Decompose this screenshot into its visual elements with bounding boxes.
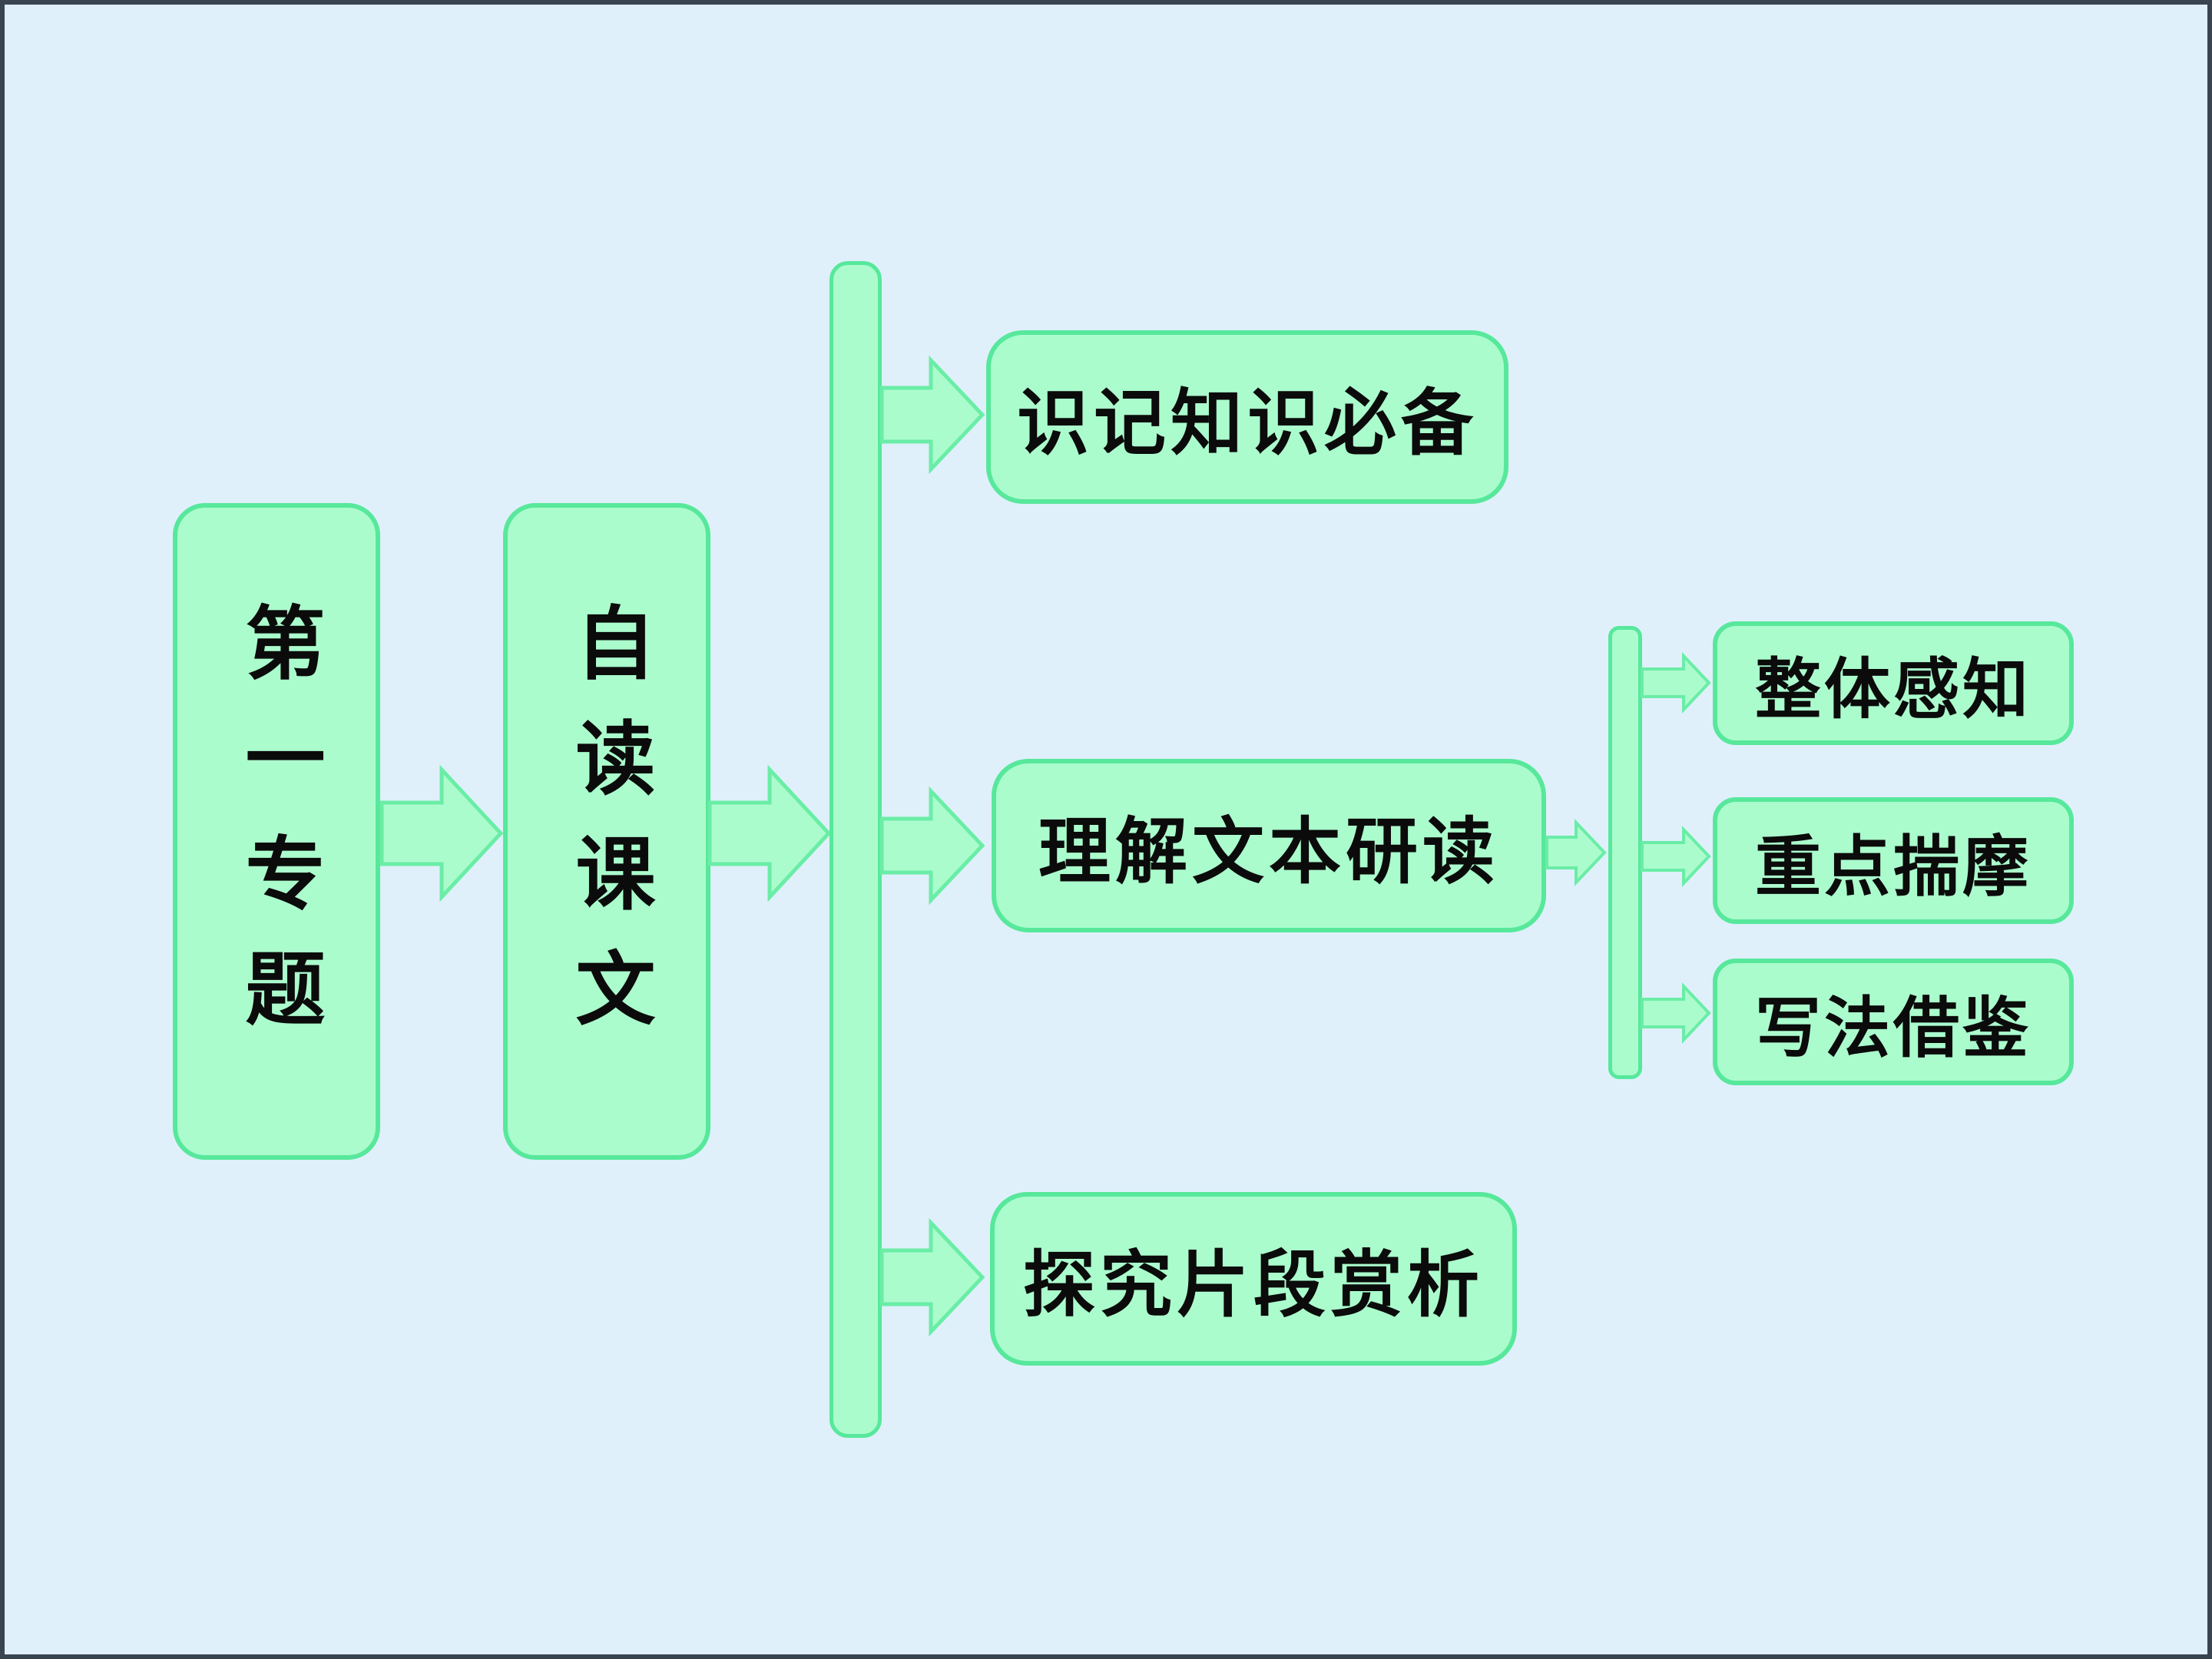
topic-label: 第一专题	[233, 601, 321, 1062]
arrow-rail4-to-overall-icon	[1641, 651, 1711, 714]
overall-perception-label: 整体感知	[1755, 653, 2032, 727]
arrow-rail4-to-writing-icon	[1641, 982, 1711, 1045]
branch-rail-level4	[1608, 626, 1642, 1079]
memorize-knowledge-box: 识记知识必备	[986, 330, 1508, 504]
topic-box: 第一专题	[173, 503, 380, 1160]
key-pondering-label: 重点揣摩	[1755, 830, 2032, 904]
writing-reference-box: 写法借鉴	[1713, 959, 2074, 1085]
memorize-knowledge-label: 识记知识必备	[1016, 384, 1478, 464]
overall-perception-box: 整体感知	[1713, 621, 2074, 745]
arrow-topic-to-selfreading-icon	[379, 764, 504, 902]
comprehend-text-box: 理解文本研读	[992, 759, 1546, 932]
arrow-rail4-to-keypoints-icon	[1641, 825, 1711, 888]
arrow-rail-to-explore-icon	[879, 1217, 985, 1337]
arrow-rail-to-comprehend-icon	[879, 786, 985, 906]
self-reading-label: 自读课文	[563, 601, 651, 1062]
key-pondering-box: 重点揣摩	[1713, 797, 2074, 924]
writing-reference-label: 写法借鉴	[1755, 992, 2032, 1065]
explore-fragment-box: 探究片段赏析	[990, 1192, 1517, 1366]
comprehend-text-label: 理解文本研读	[1038, 813, 1499, 892]
explore-fragment-label: 探究片段赏析	[1022, 1246, 1484, 1326]
arrow-selfreading-to-rail-icon	[707, 764, 832, 902]
arrow-rail-to-memorize-icon	[879, 355, 985, 475]
branch-rail-level3	[830, 261, 882, 1438]
self-reading-box: 自读课文	[503, 503, 710, 1160]
arrow-comprehend-to-rail4-icon	[1545, 818, 1607, 887]
